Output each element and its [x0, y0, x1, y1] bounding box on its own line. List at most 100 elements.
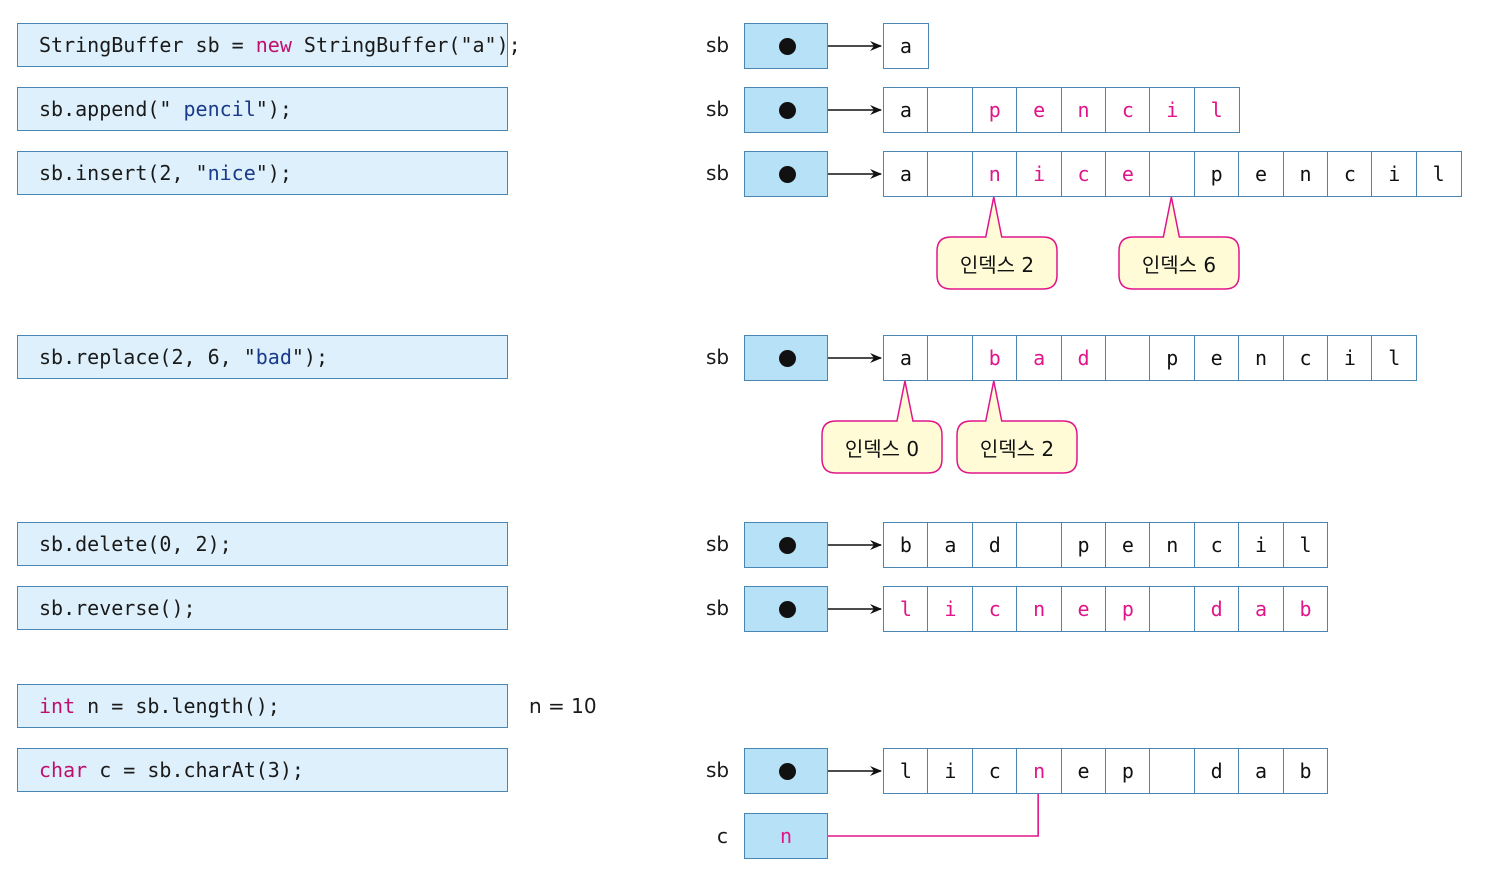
code-text: "); [255, 97, 292, 121]
reference-box [744, 748, 828, 794]
char-cell: l [1193, 87, 1240, 133]
reference-dot [779, 763, 796, 780]
index-callout-bubble [821, 380, 943, 474]
char-cell: e [1104, 522, 1151, 568]
char-cell: c [1104, 87, 1151, 133]
code-text: "); [255, 161, 292, 185]
char-cell: i [1016, 151, 1063, 197]
char-cell [1149, 151, 1196, 197]
char-cell: n [1282, 151, 1329, 197]
char-cell: l [883, 748, 929, 794]
char-cell: e [1238, 151, 1285, 197]
char-cell: c [971, 748, 1018, 794]
char-cell: d [1193, 748, 1240, 794]
char-cell: a [1238, 586, 1285, 632]
char-cell: p [1060, 522, 1107, 568]
char-cell: a [1238, 748, 1285, 794]
index-callout-bubble [936, 196, 1058, 290]
index-callout-bubble [1118, 196, 1240, 290]
index-callout-text: 인덱스 2 [959, 252, 1035, 277]
code-text: "); [291, 345, 328, 369]
char-cell: a [883, 23, 929, 69]
reference-box [744, 151, 828, 197]
code-line: char c = sb.charAt(3); [17, 748, 508, 792]
code-string: bad [255, 345, 292, 369]
char-cell: l [1371, 335, 1418, 381]
code-text: c = sb.charAt(3); [87, 758, 304, 782]
sb-label: sb [706, 33, 730, 57]
char-cell: n [1060, 87, 1107, 133]
code-text: sb.delete(0, 2); [39, 532, 232, 556]
index-callout-text: 인덱스 2 [979, 436, 1055, 461]
char-cell: b [883, 522, 929, 568]
code-line: sb.delete(0, 2); [17, 522, 508, 566]
reference-dot [779, 537, 796, 554]
char-cell: b [1282, 586, 1329, 632]
char-cell: d [1060, 335, 1107, 381]
reference-dot [779, 102, 796, 119]
char-cell: c [1326, 151, 1373, 197]
char-cell [927, 151, 974, 197]
reference-dot [779, 166, 796, 183]
char-cell: i [1149, 87, 1196, 133]
length-result: n = 10 [529, 694, 597, 718]
char-cell: d [971, 522, 1018, 568]
char-cell: e [1104, 151, 1151, 197]
char-c-box: n [744, 813, 828, 859]
char-cell [1016, 522, 1063, 568]
code-line: sb.append(" pencil"); [17, 87, 508, 131]
char-cell: n [1016, 748, 1063, 794]
char-cell: a [927, 522, 974, 568]
char-cell: p [1193, 151, 1240, 197]
charat-arrow [791, 794, 1039, 842]
index-callout-text: 인덱스 6 [1141, 252, 1217, 277]
char-cell: a [883, 151, 929, 197]
code-string: pencil [171, 97, 256, 121]
char-cell [927, 335, 974, 381]
code-text: sb.insert(2, " [39, 161, 208, 185]
index-callout-text: 인덱스 0 [844, 436, 920, 461]
reference-box [744, 586, 828, 632]
char-cell: p [1104, 748, 1151, 794]
char-cell [927, 87, 974, 133]
reference-box [744, 335, 828, 381]
char-cell: p [971, 87, 1018, 133]
char-cell: n [1149, 522, 1196, 568]
index-callout-bubble [956, 380, 1078, 474]
char-cell [1149, 586, 1196, 632]
code-text: sb.reverse(); [39, 596, 196, 620]
char-cell: i [1238, 522, 1285, 568]
char-cell: a [883, 87, 929, 133]
char-cell: i [927, 748, 974, 794]
code-keyword: int [39, 694, 76, 718]
char-cell: c [971, 586, 1018, 632]
char-cell: a [1016, 335, 1063, 381]
char-cell: d [1193, 586, 1240, 632]
char-cell: n [1238, 335, 1285, 381]
char-cell: c [1193, 522, 1240, 568]
char-cell: e [1060, 748, 1107, 794]
code-keyword: new [255, 33, 292, 57]
char-cell: e [1193, 335, 1240, 381]
char-cell: c [1282, 335, 1329, 381]
char-cell: p [1149, 335, 1196, 381]
code-text: sb.replace(2, 6, " [39, 345, 256, 369]
char-cell: a [883, 335, 929, 381]
code-line: sb.reverse(); [17, 586, 508, 630]
c-label: c [717, 824, 728, 848]
char-cell: i [927, 586, 974, 632]
sb-label: sb [706, 97, 730, 121]
code-text: StringBuffer sb = [39, 33, 256, 57]
reference-box [744, 522, 828, 568]
sb-label: sb [706, 596, 730, 620]
code-text: sb.append(" [39, 97, 172, 121]
char-cell: c [1060, 151, 1107, 197]
sb-label: sb [706, 161, 730, 185]
